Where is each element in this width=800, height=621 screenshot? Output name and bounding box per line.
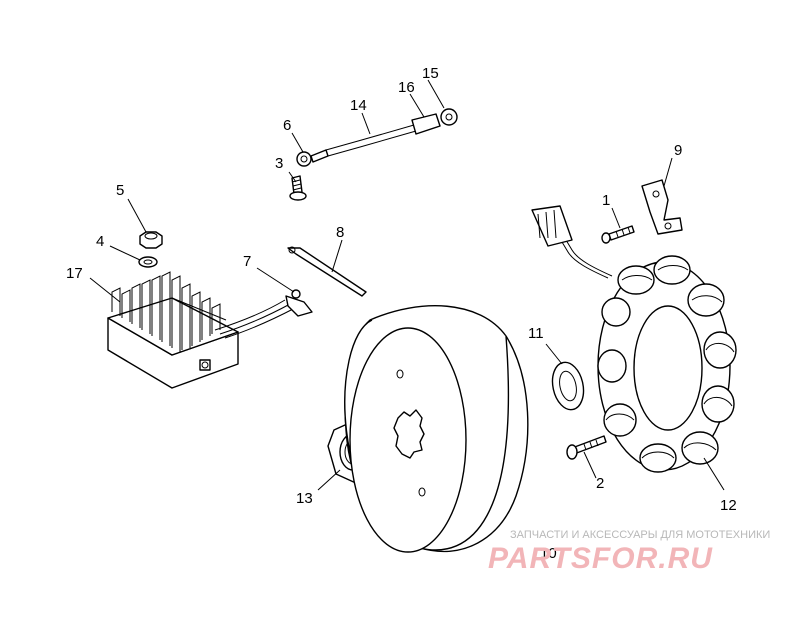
cable-strap — [287, 246, 367, 297]
callout-10: 10 — [540, 545, 557, 562]
voltage-regulator — [107, 271, 239, 389]
callout-labels: 1 2 3 4 5 6 7 8 9 10 11 12 13 14 15 16 1… — [66, 65, 737, 562]
watermark-tagline: ЗАПЧАСТИ И АКСЕССУАРЫ ДЛЯ МОТОТЕХНИКИ — [510, 529, 770, 541]
callout-9: 9 — [674, 142, 682, 159]
callout-2: 2 — [596, 475, 604, 492]
callout-16: 16 — [398, 79, 415, 96]
callout-3: 3 — [275, 155, 283, 172]
callout-5: 5 — [116, 182, 124, 199]
wire-clip-bracket — [641, 179, 683, 235]
watermark-logo: PARTSFOR.RU — [488, 542, 713, 575]
callout-12: 12 — [720, 497, 737, 514]
stator — [531, 205, 737, 473]
ground-screw — [289, 175, 307, 201]
callout-14: 14 — [350, 97, 367, 114]
stator-screw — [566, 435, 607, 460]
leader-lines — [89, 79, 725, 491]
nut — [139, 231, 163, 249]
washer — [138, 256, 158, 268]
spacer — [551, 361, 585, 411]
callout-6: 6 — [283, 117, 291, 134]
callout-4: 4 — [96, 233, 104, 250]
callout-13: 13 — [296, 490, 313, 507]
bracket-screw — [601, 225, 635, 244]
rotor — [344, 305, 529, 553]
callout-8: 8 — [336, 224, 344, 241]
callout-1: 1 — [602, 192, 610, 209]
callout-11: 11 — [528, 325, 544, 342]
watermark: ЗАПЧАСТИ И АКСЕССУАРЫ ДЛЯ МОТОТЕХНИКИ PA… — [488, 529, 770, 575]
callout-15: 15 — [422, 65, 439, 82]
regulator-wiring — [214, 289, 313, 339]
callout-17: 17 — [66, 265, 83, 282]
ground-wire — [296, 108, 458, 167]
callout-7: 7 — [243, 253, 251, 270]
